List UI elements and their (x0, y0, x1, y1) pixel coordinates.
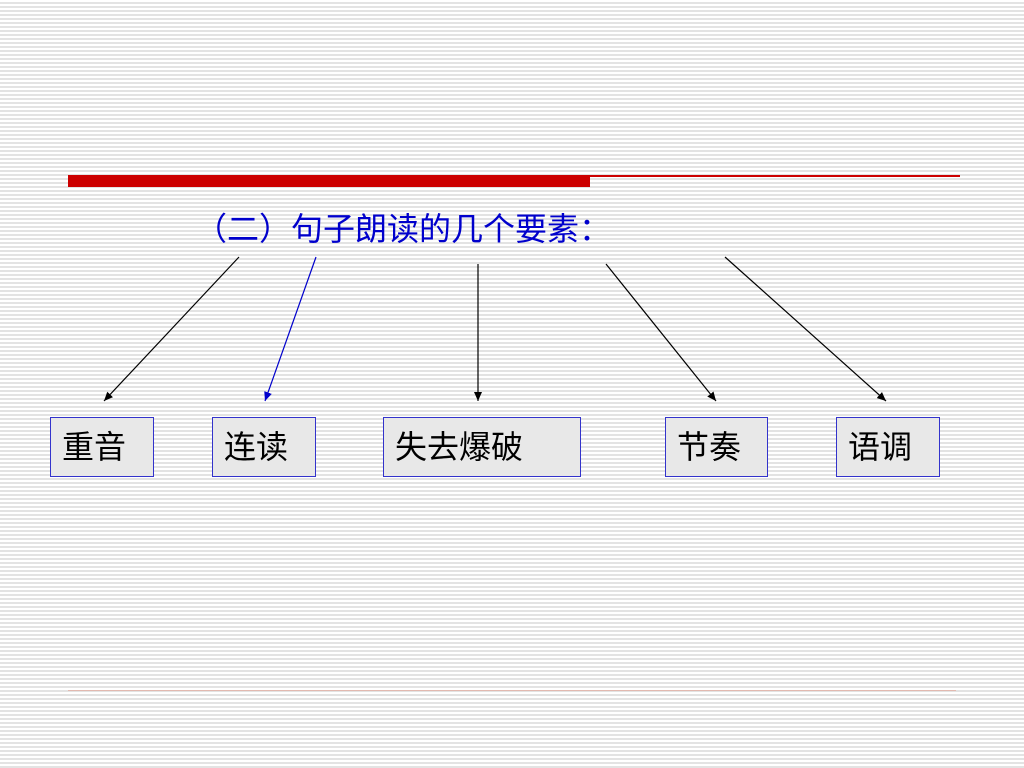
arrow-to-element-4 (605, 263, 717, 402)
element-box-loss-of-plosion: 失去爆破 (383, 417, 581, 477)
arrow-to-element-5 (724, 256, 887, 402)
element-box-intonation: 语调 (836, 417, 940, 477)
accent-bar (68, 175, 590, 187)
footer-rule (68, 690, 956, 691)
element-box-rhythm: 节奏 (665, 417, 768, 477)
element-box-linking: 连读 (212, 417, 316, 477)
slide-title: （二）句子朗读的几个要素： (195, 210, 612, 248)
element-box-stress: 重音 (50, 417, 154, 477)
arrow-to-element-1 (103, 256, 240, 402)
arrow-to-element-2 (264, 256, 317, 402)
accent-rule (590, 175, 960, 177)
